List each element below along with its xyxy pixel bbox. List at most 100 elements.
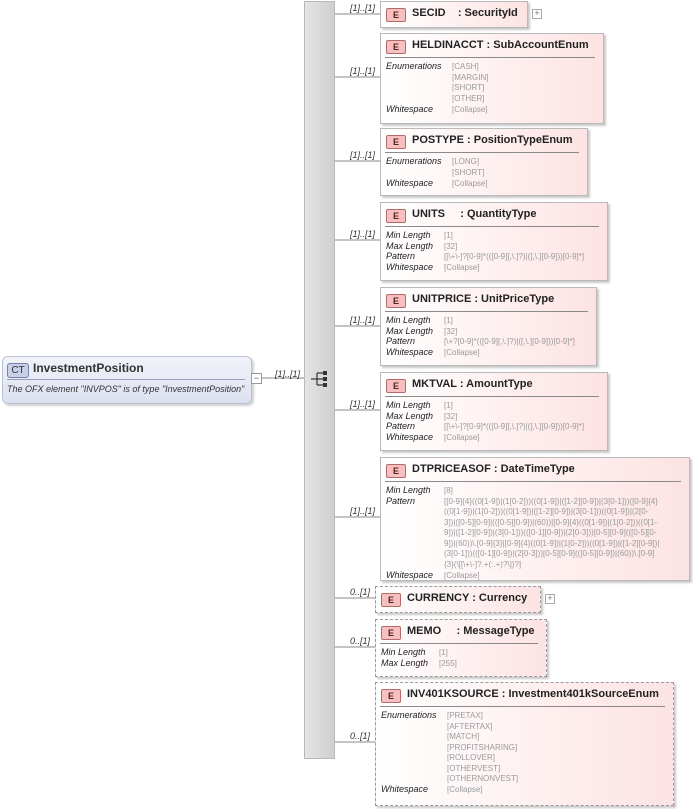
facet-value: [SHORT] <box>452 83 485 92</box>
element-title: MEMO : MessageType <box>407 625 535 637</box>
sequence-compositor-bar <box>304 1 335 759</box>
facet-value: [Collapse] <box>444 570 480 580</box>
complex-type-badge: CT <box>7 363 29 378</box>
facet-label: Min Length <box>386 230 431 240</box>
element-divider <box>385 396 599 397</box>
collapse-toggle[interactable]: − <box>251 373 262 384</box>
facet-label: Min Length <box>381 647 426 657</box>
element-title: SECID : SecurityId <box>412 7 518 19</box>
facet-label: Max Length <box>386 325 434 336</box>
facet-value: [1] <box>444 316 453 325</box>
facet-label: Whitespace <box>386 346 434 357</box>
expand-toggle[interactable]: + <box>532 9 542 19</box>
occurrence-label: [1]..[1] <box>350 150 376 160</box>
facet-value: [32] <box>444 241 458 251</box>
facet-value: 9])|(60))\.[0-9]{3}|[0-9]{4}((0[1-9])|(1… <box>444 538 660 548</box>
facet-label: Enumerations <box>386 61 442 71</box>
facet-value: [255] <box>439 658 457 668</box>
element-divider <box>385 226 599 227</box>
facet-label: Enumerations <box>386 156 442 166</box>
element-divider <box>385 481 681 482</box>
element-box[interactable]: E SECID : SecurityId <box>380 1 528 28</box>
facet-value: [Collapse] <box>452 104 488 114</box>
facet-label: Max Length <box>381 657 429 668</box>
facet-value: [OTHER] <box>452 93 485 103</box>
element-title: POSTYPE : PositionTypeEnum <box>412 134 573 146</box>
facet-label: Min Length <box>386 485 431 495</box>
element-badge: E <box>386 464 406 478</box>
element-title: INV401KSOURCE : Investment401kSourceEnum <box>407 688 659 700</box>
facet-value: 3])|([0-5][0-9]|(([0-5][0-9])|(60))|[0-9… <box>444 517 658 527</box>
facet-value: [Collapse] <box>447 785 483 794</box>
complex-type-box[interactable]: CT InvestmentPosition The OFX element "I… <box>2 356 252 404</box>
occurrence-label: 0..[1] <box>350 731 371 741</box>
occurrence-label: [1]..[1] <box>350 229 376 239</box>
facet-value: [OTHERVEST] <box>447 763 501 773</box>
facet-label: Min Length <box>386 400 431 410</box>
facet-label: Whitespace <box>386 431 434 442</box>
facet-value: [LONG] <box>452 157 480 166</box>
facet-label: Max Length <box>386 410 434 421</box>
facet-label: Whitespace <box>386 177 434 188</box>
sequence-occurrence: [1]..[1] <box>275 369 301 379</box>
element-badge: E <box>386 379 406 393</box>
occurrence-label: 0..[1] <box>350 636 371 646</box>
facet-label: Pattern <box>386 251 416 261</box>
facet-value: [MARGIN] <box>452 72 489 82</box>
facet-value: [SHORT] <box>452 167 485 177</box>
element-divider <box>385 152 579 153</box>
element-badge: E <box>386 209 406 223</box>
facet-label: Enumerations <box>381 710 437 720</box>
element-badge: E <box>381 689 401 703</box>
sequence-icon <box>311 371 327 387</box>
element-title: CURRENCY : Currency <box>407 592 528 604</box>
facet-value: [32] <box>444 326 458 336</box>
facet-value: [PRETAX] <box>447 711 483 720</box>
facet-value: [Collapse] <box>444 262 480 272</box>
element-badge: E <box>386 135 406 149</box>
facet-value: [PROFITSHARING] <box>447 742 518 752</box>
facet-value: (3[0-1]))(([0-1][0-9])|(2[0-3]))[0-5][0-… <box>444 549 655 558</box>
facet-label: Min Length <box>386 315 431 325</box>
element-badge: E <box>386 8 406 22</box>
element-box[interactable]: E INV401KSOURCE : Investment401kSourceEnu… <box>375 682 674 806</box>
element-divider <box>385 57 595 58</box>
element-badge: E <box>381 626 401 640</box>
occurrence-label: [1]..[1] <box>350 3 376 13</box>
facet-value: [[\+\-]?[0-9]*(([0-9][,\.]?)|([,\.][0-9]… <box>444 422 585 431</box>
expand-toggle[interactable]: + <box>545 594 555 604</box>
facet-value: {3}(\[[\+\-]?.+(:.+)?\])?] <box>444 559 522 569</box>
element-divider <box>380 706 665 707</box>
facet-value: [Collapse] <box>444 432 480 442</box>
facet-value: [[0-9]{4}((0[1-9])|(1[0-2]))((0[1-9])|([… <box>444 496 658 506</box>
facet-label: Max Length <box>386 240 434 251</box>
element-title: UNITS : QuantityType <box>412 208 537 220</box>
occurrence-label: [1]..[1] <box>350 315 376 325</box>
element-box[interactable]: E CURRENCY : Currency <box>375 586 541 613</box>
element-divider <box>380 643 538 644</box>
facet-label: Pattern <box>386 336 416 346</box>
facet-value: [8] <box>444 486 453 495</box>
facet-value: [CASH] <box>452 62 479 71</box>
facet-value: [AFTERTAX] <box>447 721 493 731</box>
facet-value: [Collapse] <box>452 178 488 188</box>
facet-value: [1] <box>444 401 453 410</box>
facet-value: [Collapse] <box>444 347 480 357</box>
element-badge: E <box>381 593 401 607</box>
occurrence-label: 0..[1] <box>350 587 371 597</box>
element-badge: E <box>386 40 406 54</box>
facet-value: ((0[1-9])|(1[0-2]))((0[1-9])|([1-2][0-9]… <box>444 507 649 516</box>
facet-label: Pattern <box>386 495 416 506</box>
element-title: UNITPRICE : UnitPriceType <box>412 293 555 305</box>
element-title: MKTVAL : AmountType <box>412 378 533 390</box>
facet-value: 9])|([1-2][0-9])|(3[0-1]))(([0-1][0-9])|… <box>444 528 657 537</box>
facet-label: Whitespace <box>381 784 429 794</box>
